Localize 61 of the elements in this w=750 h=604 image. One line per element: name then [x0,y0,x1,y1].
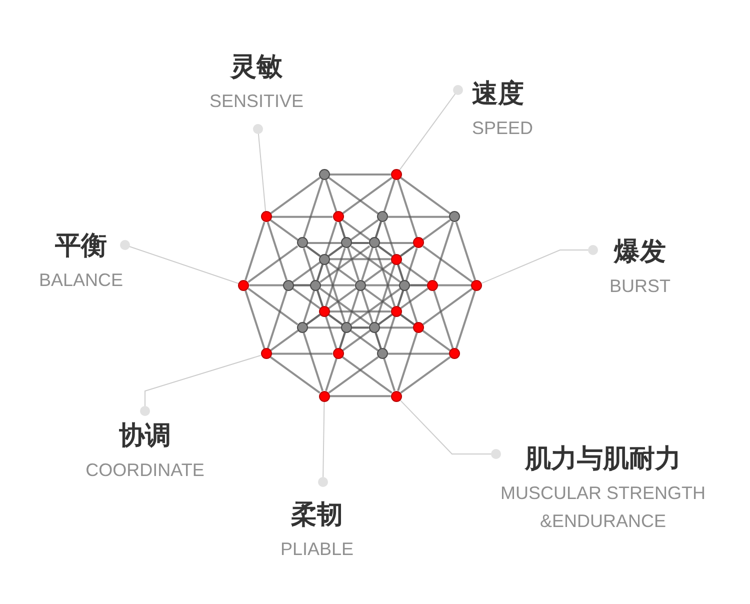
graph-edge [328,356,379,394]
graph-edge [388,216,450,218]
graph-edge [325,264,346,323]
graph-edge [397,332,418,392]
skill-title: 速度 [472,77,524,110]
graph-edge [350,288,401,326]
graph-edge [328,176,379,214]
leader-line [400,400,501,459]
graph-edge [422,288,473,326]
skill-subtitle: SENSITIVE [209,90,304,113]
leader-line [120,240,240,284]
skill-title: 柔韧 [291,498,343,531]
skill-subtitle: BURST [609,274,670,298]
graph-edge [248,245,298,283]
graph-edge [248,288,298,326]
skill-subtitle: SPEED [472,117,534,140]
skill-title: 协调 [119,419,171,452]
graph-edge [374,264,396,323]
graph-edge [320,288,370,326]
skill-title: 爆发 [614,234,666,268]
leader-line [318,401,328,487]
graph-edge [244,222,266,280]
skill-subtitle: PLIABLE [280,538,354,561]
skill-subtitle: BALANCE [38,269,124,292]
graph-edge [455,222,476,280]
skill-subtitle: COORDINATE [86,459,204,482]
graph-edge [325,248,346,307]
graph-edge [374,248,396,307]
graph-edge [433,222,454,280]
graph-edge [330,395,391,398]
graph-edge [422,245,473,283]
graph-edge [350,245,401,283]
graph-edge [400,176,451,214]
graph-edge [433,290,454,349]
graph-edge [270,356,320,394]
leader-line [140,354,262,416]
graph-edge [302,179,324,238]
skill-subtitle: MUSCULAR STRENGTH &ENDURANCE [499,482,706,532]
skill-title: 灵敏 [230,50,282,83]
graph-edge [342,176,392,214]
graph-edge [266,290,288,349]
graph-edge [266,222,288,280]
graph-edge [320,245,370,283]
graph-edge [272,216,333,218]
graph-edge [272,352,333,355]
leader-line [481,245,598,284]
graph-edge [244,290,266,349]
leader-line [253,124,266,212]
leader-line [399,85,463,171]
graph-edge [388,352,450,355]
graph-edge [270,176,320,214]
graph-edge [302,332,324,392]
graph-edge [397,179,418,238]
graph-edge [330,310,391,312]
skill-title: 平衡 [55,229,107,262]
graph-edge [330,258,391,260]
graph-edge [455,290,476,349]
graph-edge [330,174,391,176]
skill-title: 肌力与肌耐力 [525,442,681,474]
graph-edge [342,356,392,394]
graph-edge [400,356,451,394]
